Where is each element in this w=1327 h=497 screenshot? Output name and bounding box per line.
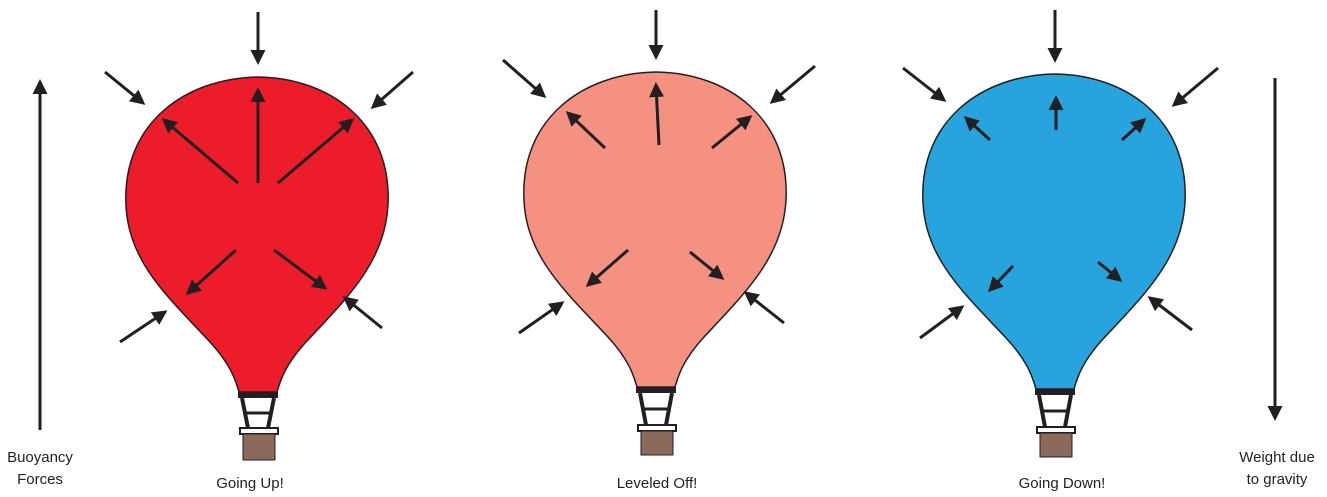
external-arrow — [502, 58, 547, 98]
external-arrow — [104, 70, 146, 105]
external-arrow — [1147, 296, 1193, 332]
internal-arrow — [185, 248, 238, 296]
buoyancy-label-line2: Forces — [17, 471, 63, 488]
external-arrow — [743, 291, 785, 325]
external-arrow — [342, 296, 383, 330]
internal-arrow — [987, 264, 1015, 293]
internal-arrow — [1097, 260, 1123, 282]
internal-arrow — [963, 115, 992, 142]
internal-arrow — [649, 82, 665, 146]
weight-label-line2: to gravity — [1247, 471, 1308, 488]
external-arrow — [919, 305, 965, 340]
internal-arrow — [585, 248, 629, 287]
balloon-envelope — [922, 73, 1186, 390]
internal-arrow — [277, 118, 355, 185]
balloon-basket — [238, 392, 279, 461]
balloon-basket — [1035, 389, 1076, 458]
internal-arrow — [273, 248, 328, 290]
external-arrow — [1171, 66, 1219, 107]
balloon-basket — [636, 387, 677, 456]
external-arrow — [902, 66, 947, 102]
internal-arrow — [1120, 117, 1147, 142]
buoyancy-label-line1: Buoyancy — [7, 449, 73, 466]
external-arrow — [119, 310, 168, 344]
balloon-going-up: Going Up! — [104, 12, 414, 492]
internal-arrow — [565, 110, 607, 150]
balloon-leveled-off: Leveled Off! — [502, 10, 816, 492]
external-arrow — [518, 301, 565, 335]
balloon-caption: Going Up! — [216, 475, 284, 492]
external-arrow — [370, 70, 414, 109]
internal-arrow — [161, 118, 239, 185]
balloon-going-down: Going Down! — [902, 10, 1219, 492]
external-arrow — [769, 64, 816, 104]
balloon-caption: Leveled Off! — [617, 475, 698, 492]
balloon-caption: Going Down! — [1019, 475, 1106, 492]
internal-arrow — [711, 115, 753, 150]
internal-arrow — [689, 250, 725, 280]
weight-label-line1: Weight due — [1239, 449, 1315, 466]
